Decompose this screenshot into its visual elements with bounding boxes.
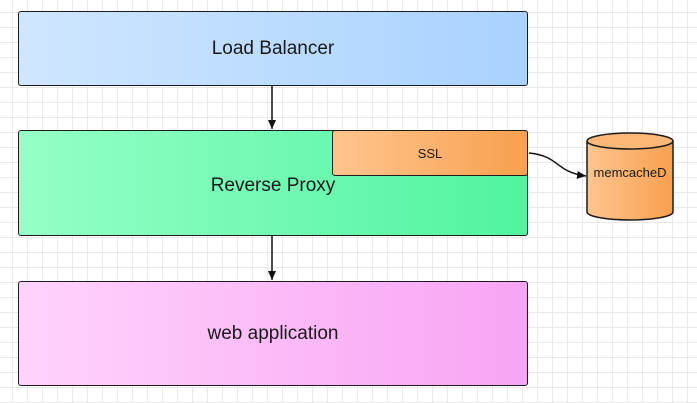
memcached-cylinder-icon[interactable] xyxy=(586,132,674,221)
load-balancer-node[interactable]: Load Balancer xyxy=(18,11,528,86)
edge-ssl-to-memcached xyxy=(528,152,587,179)
load-balancer-label: Load Balancer xyxy=(211,37,335,59)
ssl-node[interactable]: SSL xyxy=(332,130,528,176)
reverse-proxy-label: Reverse Proxy xyxy=(210,175,336,196)
memcached-label: memcacheD xyxy=(593,165,667,180)
ssl-label: SSL xyxy=(417,145,443,161)
web-application-label: web application xyxy=(207,322,339,344)
web-application-node[interactable]: web application xyxy=(18,281,528,386)
